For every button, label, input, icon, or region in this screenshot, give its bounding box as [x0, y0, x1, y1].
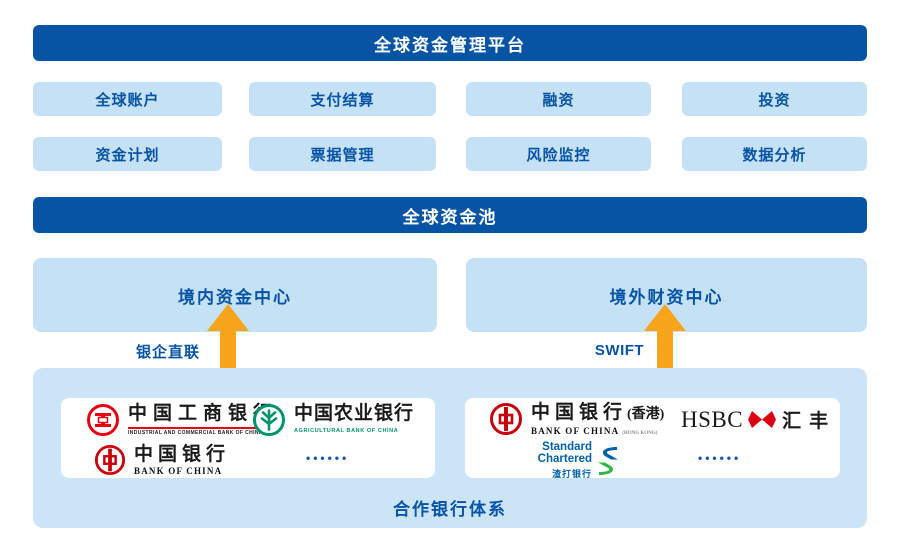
icbc-name-en: INDUSTRIAL AND COMMERCIAL BANK OF CHINA — [128, 427, 279, 436]
boc-hk-name-cn-main: 中国银行 — [531, 402, 628, 423]
sc-name-line2: Chartered — [537, 453, 592, 465]
sc-name-line1: Standard — [542, 441, 592, 453]
module-bill-management: 票据管理 — [249, 137, 436, 171]
module-label: 票据管理 — [310, 146, 375, 164]
channel-label-swift: SWIFT — [594, 342, 645, 359]
module-label: 风险监控 — [526, 146, 591, 164]
module-label: 融资 — [542, 91, 575, 109]
module-financing: 融资 — [466, 82, 651, 116]
sc-name-cn: 渣打银行 — [551, 469, 592, 479]
hsbc-hexagon-icon — [748, 411, 777, 428]
cash-pool-bar: 全球资金池 — [33, 197, 867, 233]
partner-banks-title: 合作银行体系 — [393, 500, 507, 519]
abc-name-en: AGRICULTURAL BANK OF CHINA — [294, 428, 399, 434]
module-label: 投资 — [758, 91, 791, 109]
boc-hk-name-en: BANK OF CHINA (HONG KONG) — [531, 426, 664, 436]
bank-boc-hk: 中国银行(香港) BANK OF CHINA (HONG KONG) — [489, 402, 664, 436]
abc-name-cn: 中国农业银行 — [294, 403, 415, 424]
abc-logo-icon — [253, 404, 285, 436]
channel-label-bank-direct-link: 银企直联 — [135, 344, 200, 361]
more-banks-dots: •••••• — [698, 451, 742, 465]
bank-hsbc: HSBC 汇丰 — [681, 406, 836, 433]
bank-icbc: 中国工商银行 INDUSTRIAL AND COMMERCIAL BANK OF… — [86, 403, 279, 437]
boc-hk-name-en-main: BANK OF CHINA — [531, 426, 619, 436]
module-global-accounts: 全球账户 — [33, 82, 222, 116]
module-label: 资金计划 — [95, 146, 160, 164]
bank-abc: 中国农业银行 AGRICULTURAL BANK OF CHINA — [252, 403, 414, 437]
icbc-logo-icon — [87, 404, 119, 436]
boc-hk-name-cn-suffix: (香港) — [627, 407, 665, 422]
hsbc-name-latin: HSBC — [681, 406, 744, 432]
domestic-funds-center-label: 境内资金中心 — [178, 287, 292, 307]
icbc-name-cn: 中国工商银行 — [128, 403, 279, 424]
module-payment-settlement: 支付结算 — [249, 82, 436, 116]
overseas-treasury-center-label: 境外财资中心 — [609, 287, 724, 307]
bank-standard-chartered: Standard Chartered 渣打银行 — [526, 441, 620, 480]
boc-hk-name-en-suffix: (HONG KONG) — [622, 431, 658, 436]
module-label: 全球账户 — [95, 91, 160, 109]
bank-boc: 中国银行 BANK OF CHINA — [94, 444, 230, 476]
boc-name-en: BANK OF CHINA — [134, 466, 223, 476]
more-banks-dots: •••••• — [306, 451, 350, 465]
hsbc-name-cn: 汇丰 — [782, 411, 837, 432]
boc-hk-logo-icon — [490, 403, 522, 435]
boc-logo-icon — [94, 444, 126, 476]
cash-pool-title: 全球资金池 — [402, 207, 498, 227]
boc-hk-name-cn: 中国银行(香港) — [531, 402, 664, 425]
module-cash-planning: 资金计划 — [33, 137, 222, 171]
module-risk-monitoring: 风险监控 — [466, 137, 651, 171]
module-label: 数据分析 — [742, 146, 807, 164]
overseas-banks-panel — [465, 398, 840, 478]
module-label: 支付结算 — [310, 91, 375, 109]
module-data-analytics: 数据分析 — [682, 137, 867, 171]
platform-header-bar: 全球资金管理平台 — [33, 25, 867, 61]
module-investment: 投资 — [682, 82, 867, 116]
boc-name-cn: 中国银行 — [134, 444, 231, 465]
standard-chartered-logo-icon — [598, 446, 618, 475]
platform-title: 全球资金管理平台 — [374, 35, 526, 55]
